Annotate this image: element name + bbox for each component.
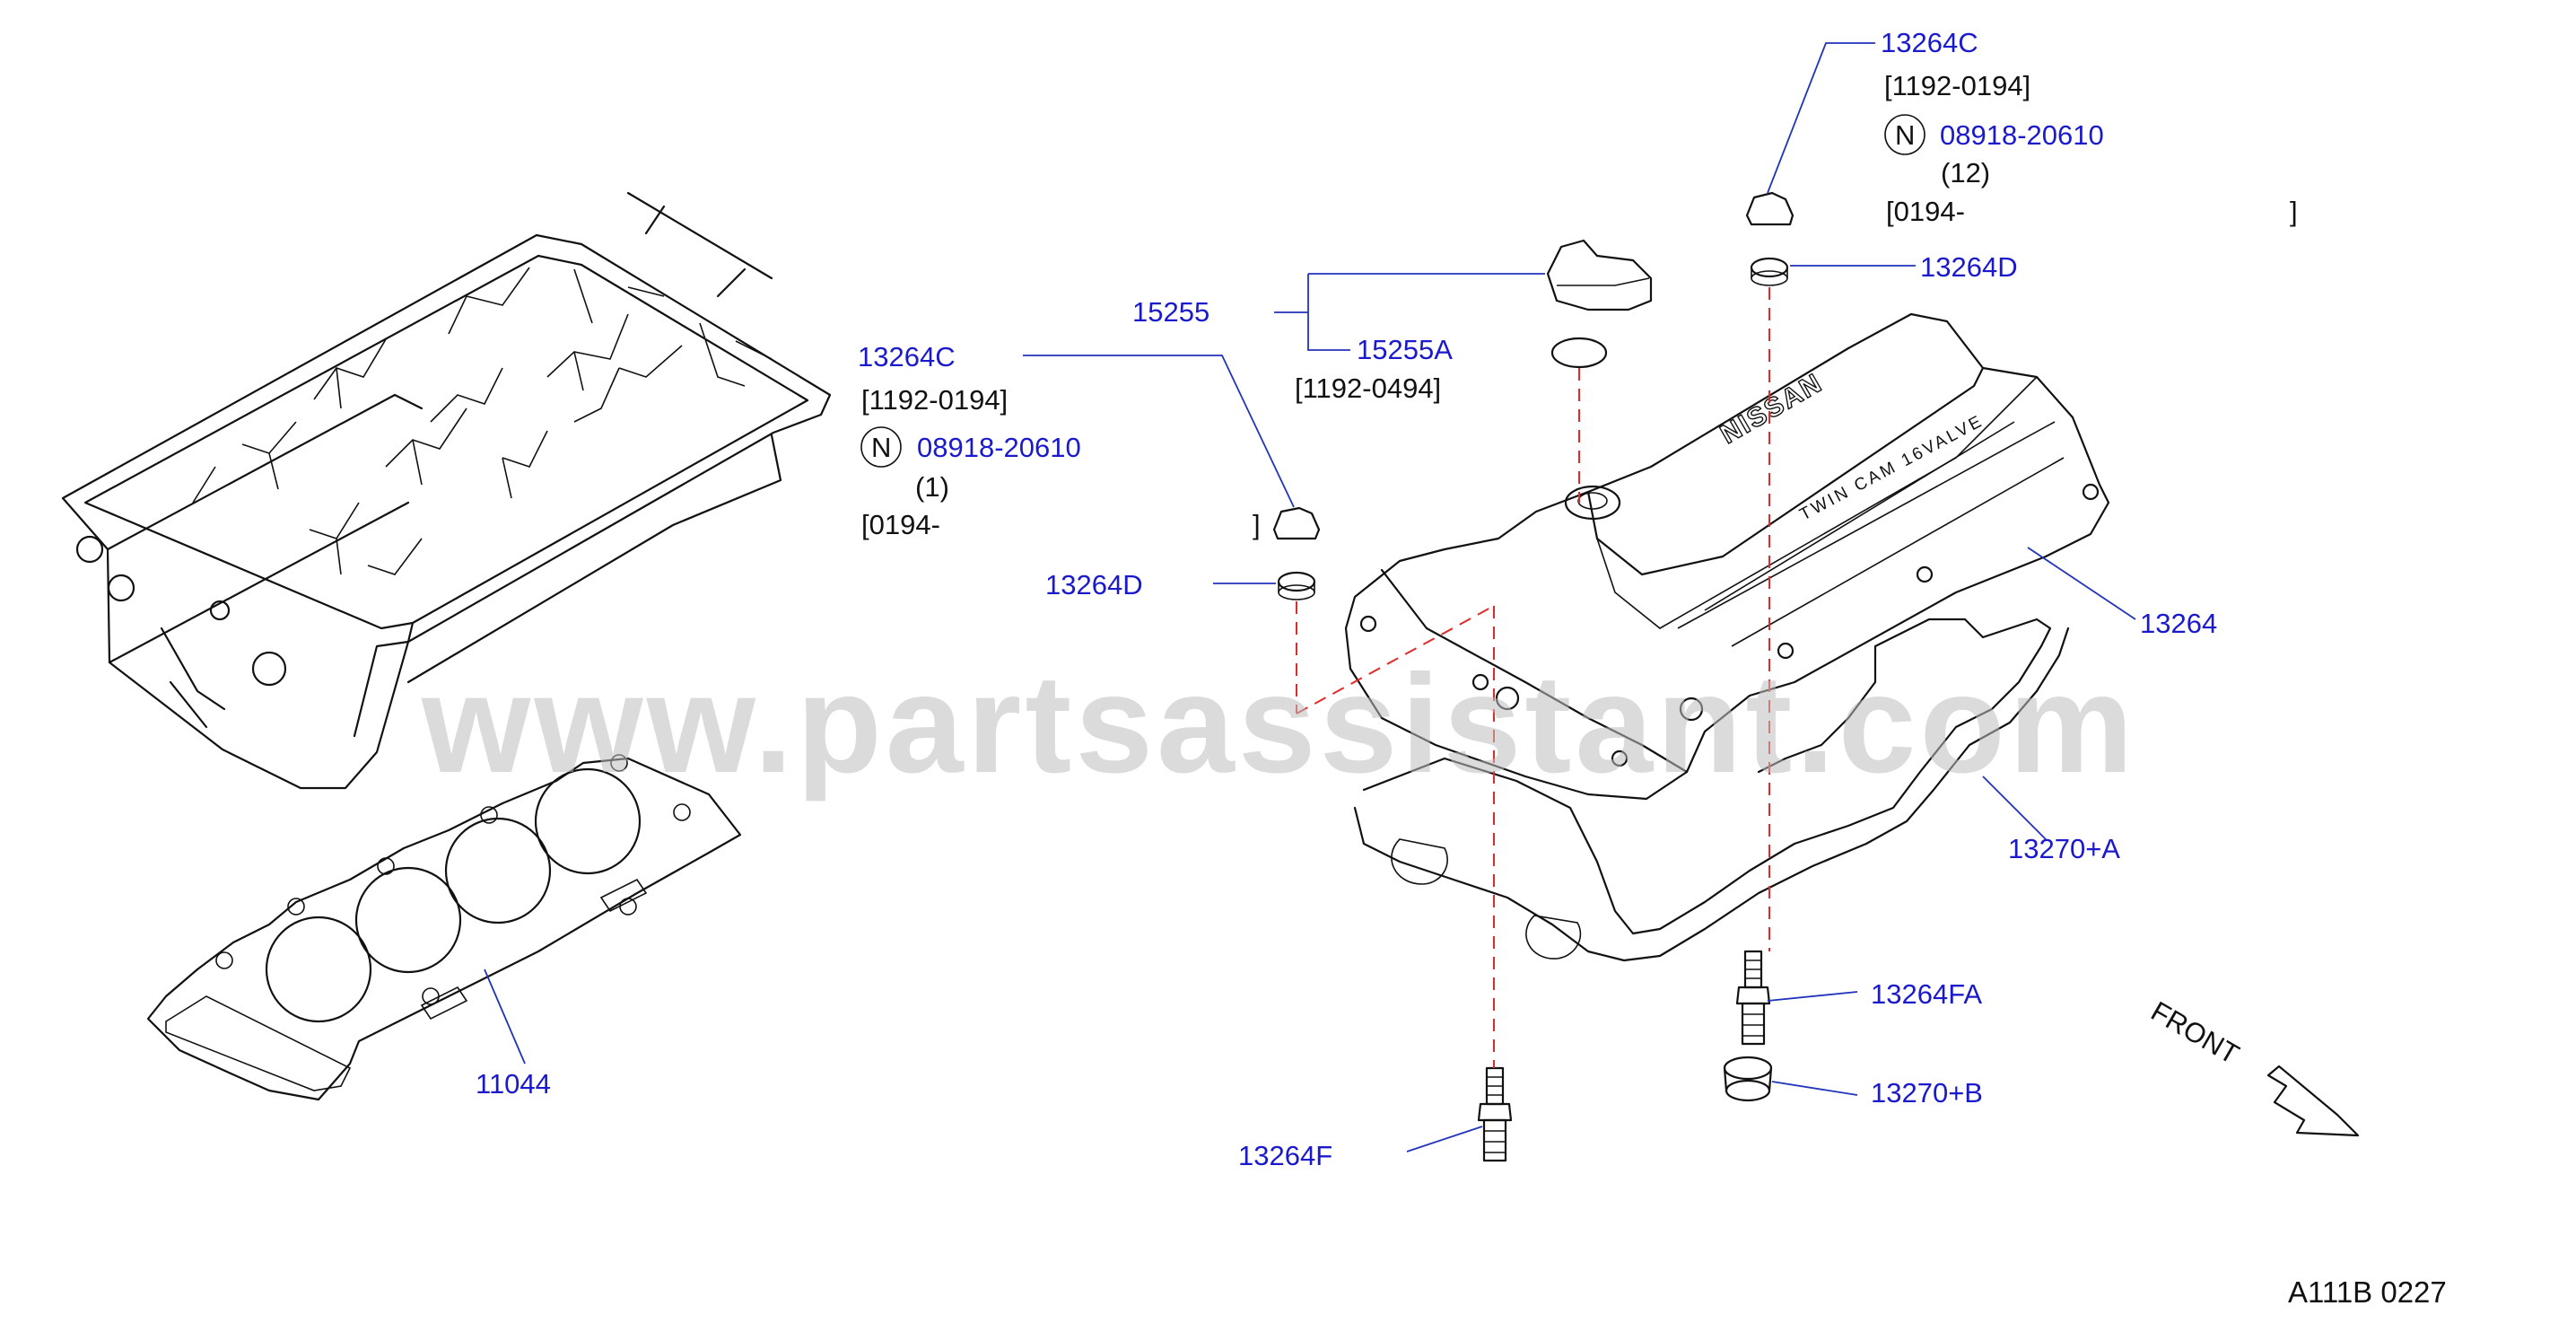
date-range-left-1: [1192-0194] [861,384,1008,416]
part-label-15255[interactable]: 15255 [1132,296,1209,328]
cover-engine-emboss: TWIN CAM 16VALVE [1796,411,1987,524]
leader-lines [1023,42,2136,1152]
new-part-mark-left: N [871,432,891,463]
part-label-08918-left[interactable]: 08918-20610 [917,432,1081,463]
left-nut-drawing [1272,506,1321,600]
part-label-13264f[interactable]: 13264F [1238,1140,1332,1171]
date-range-top-2-close: ] [2290,196,2298,227]
watermark: www.partsassistant.com [421,646,2136,802]
cover-gasket-drawing [1353,618,2070,962]
assembly-lines [1296,287,1770,1068]
date-range-top-2-open: [0194- [1886,196,1965,227]
cylinder-head-drawing [61,191,832,790]
part-label-13264d-left[interactable]: 13264D [1045,569,1143,600]
oil-filler-cap-drawing [1546,239,1653,311]
seal-b-drawing [1723,1056,1773,1102]
quantity-top: (12) [1941,157,1990,188]
new-part-circle-left [860,426,902,468]
part-label-08918-top[interactable]: 08918-20610 [1940,119,2104,151]
cap-gasket-drawing [1550,337,1608,369]
head-gasket-drawing [146,754,742,1101]
part-label-13270a[interactable]: 13270+A [2008,833,2120,864]
part-label-13264c-top[interactable]: 13264C [1881,27,1978,58]
part-label-15255a[interactable]: 15255A [1357,334,1453,365]
part-label-13264c-left[interactable]: 13264C [858,341,956,372]
new-part-mark-top: N [1895,119,1915,151]
part-label-13270b[interactable]: 13270+B [1871,1077,1983,1109]
date-range-left-2-open: [0194- [861,509,940,540]
top-nut-drawing [1745,191,1794,286]
diagram-reference-code: A111B 0227 [2288,1275,2447,1309]
stud-f-drawing [1477,1066,1513,1162]
part-label-13264fa[interactable]: 13264FA [1871,978,1982,1010]
part-label-13264d-top[interactable]: 13264D [1920,251,2018,283]
date-range-15255a: [1192-0494] [1295,372,1441,404]
part-label-13264[interactable]: 13264 [2140,608,2217,639]
date-range-top-1: [1192-0194] [1884,70,2030,101]
quantity-left: (1) [915,471,949,503]
part-label-11044[interactable]: 11044 [476,1068,551,1100]
new-part-circle-top [1884,114,1925,155]
date-range-left-2-close: ] [1253,509,1261,540]
front-direction-label: FRONT [2146,995,2245,1071]
stud-fa-drawing [1735,950,1771,1046]
front-arrow-icon [2266,1065,2360,1137]
cover-brand-emboss: NISSAN [1716,368,1828,450]
